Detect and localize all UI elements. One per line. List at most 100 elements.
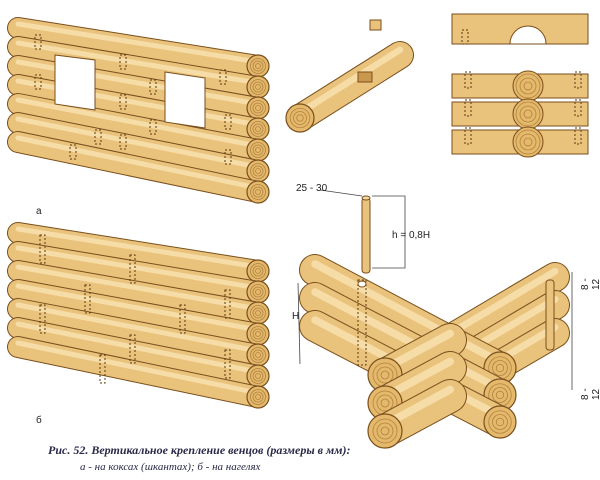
growth-ring: [250, 100, 266, 116]
growth-ring: [519, 105, 537, 123]
dowel-hidden: [224, 114, 232, 130]
growth-ring: [492, 360, 508, 376]
dowel-hidden: [129, 254, 136, 284]
dowel-hidden: [224, 349, 231, 379]
growth-ring: [252, 391, 264, 403]
dowel-top: [361, 195, 371, 201]
dowel-hidden: [34, 74, 42, 90]
window-opening: [164, 71, 206, 129]
growth-ring: [250, 121, 266, 137]
dowel-in-wall: [545, 279, 555, 351]
growth-ring: [252, 186, 264, 198]
growth-ring: [255, 147, 261, 153]
growth-ring: [252, 144, 264, 156]
growth-ring: [255, 168, 261, 174]
growth-ring: [372, 418, 398, 444]
growth-ring: [492, 387, 508, 403]
log: [8, 94, 268, 160]
log-highlight: [296, 46, 404, 117]
dimension-line: [372, 195, 406, 269]
dowel-hidden: [224, 149, 232, 165]
label-gap-top: 8 - 12: [580, 278, 600, 290]
section-end: [512, 126, 544, 158]
log-highlight: [15, 321, 261, 375]
growth-ring: [255, 63, 261, 69]
dowel-hidden: [179, 304, 186, 334]
dowel-hidden: [574, 99, 582, 117]
growth-ring: [252, 370, 264, 382]
label-dowel-height: h = 0,8H: [392, 230, 431, 241]
label-dowel-diameter: 25 - 30: [296, 183, 328, 194]
growth-ring: [488, 410, 512, 434]
log: [8, 113, 268, 181]
log-highlight: [311, 288, 504, 393]
dowel-hole: [357, 280, 367, 288]
dowel-hidden: [119, 94, 127, 110]
log: [8, 242, 268, 302]
growth-ring: [252, 265, 264, 277]
label-wall-a: а: [36, 206, 42, 217]
growth-ring: [495, 390, 505, 400]
dowel-hidden: [84, 284, 91, 314]
log-highlight: [15, 40, 261, 86]
dowel-hidden: [464, 127, 472, 145]
dowel-hidden: [464, 71, 472, 89]
growth-ring: [255, 289, 261, 295]
dowel-pin: [361, 197, 371, 274]
dowel-hidden: [149, 79, 157, 95]
log: [8, 299, 268, 365]
growth-ring: [255, 268, 261, 274]
section-notch: [509, 25, 547, 45]
growth-ring: [255, 331, 261, 337]
growth-ring: [492, 414, 508, 430]
growth-ring: [250, 389, 266, 405]
growth-ring: [380, 398, 390, 408]
dowel-hidden: [94, 129, 102, 145]
label-wall-height: H: [292, 311, 300, 322]
log: [8, 223, 268, 281]
log: [8, 132, 268, 202]
section-end: [512, 98, 544, 130]
log: [8, 337, 268, 407]
dowel-hidden: [574, 127, 582, 145]
growth-ring: [255, 84, 261, 90]
log-highlight: [15, 283, 261, 333]
dowel-hidden: [357, 279, 367, 366]
growth-ring: [296, 114, 304, 122]
growth-ring: [515, 73, 541, 99]
log: [287, 42, 413, 131]
growth-ring: [250, 305, 266, 321]
caption-title: Рис. 52. Вертикальное крепление венцов (…: [48, 443, 351, 457]
key-groove: [357, 71, 373, 83]
dowel-hidden: [129, 334, 136, 364]
growth-ring: [515, 129, 541, 155]
growth-ring: [495, 417, 505, 427]
growth-ring: [250, 142, 266, 158]
growth-ring: [250, 58, 266, 74]
dowel-hidden: [149, 119, 157, 135]
growth-ring: [289, 107, 311, 129]
growth-ring: [495, 363, 505, 373]
growth-ring: [252, 102, 264, 114]
log-highlight: [15, 21, 261, 65]
growth-ring: [255, 373, 261, 379]
log-highlight: [15, 302, 261, 354]
label-gap-bottom: 8 - 12: [580, 388, 600, 400]
log: [8, 318, 268, 386]
growth-ring: [255, 352, 261, 358]
dowel-hidden: [119, 54, 127, 70]
growth-ring: [252, 81, 264, 93]
growth-ring: [519, 77, 537, 95]
label-wall-b: б: [36, 415, 42, 426]
dowel-hidden: [99, 354, 106, 384]
log-highlight: [15, 245, 261, 291]
dowel-hidden: [461, 29, 469, 45]
growth-ring: [250, 263, 266, 279]
growth-ring: [255, 189, 261, 195]
growth-ring: [380, 426, 390, 436]
log-highlight: [15, 226, 261, 270]
log: [8, 280, 268, 344]
log-highlight: [15, 340, 261, 396]
